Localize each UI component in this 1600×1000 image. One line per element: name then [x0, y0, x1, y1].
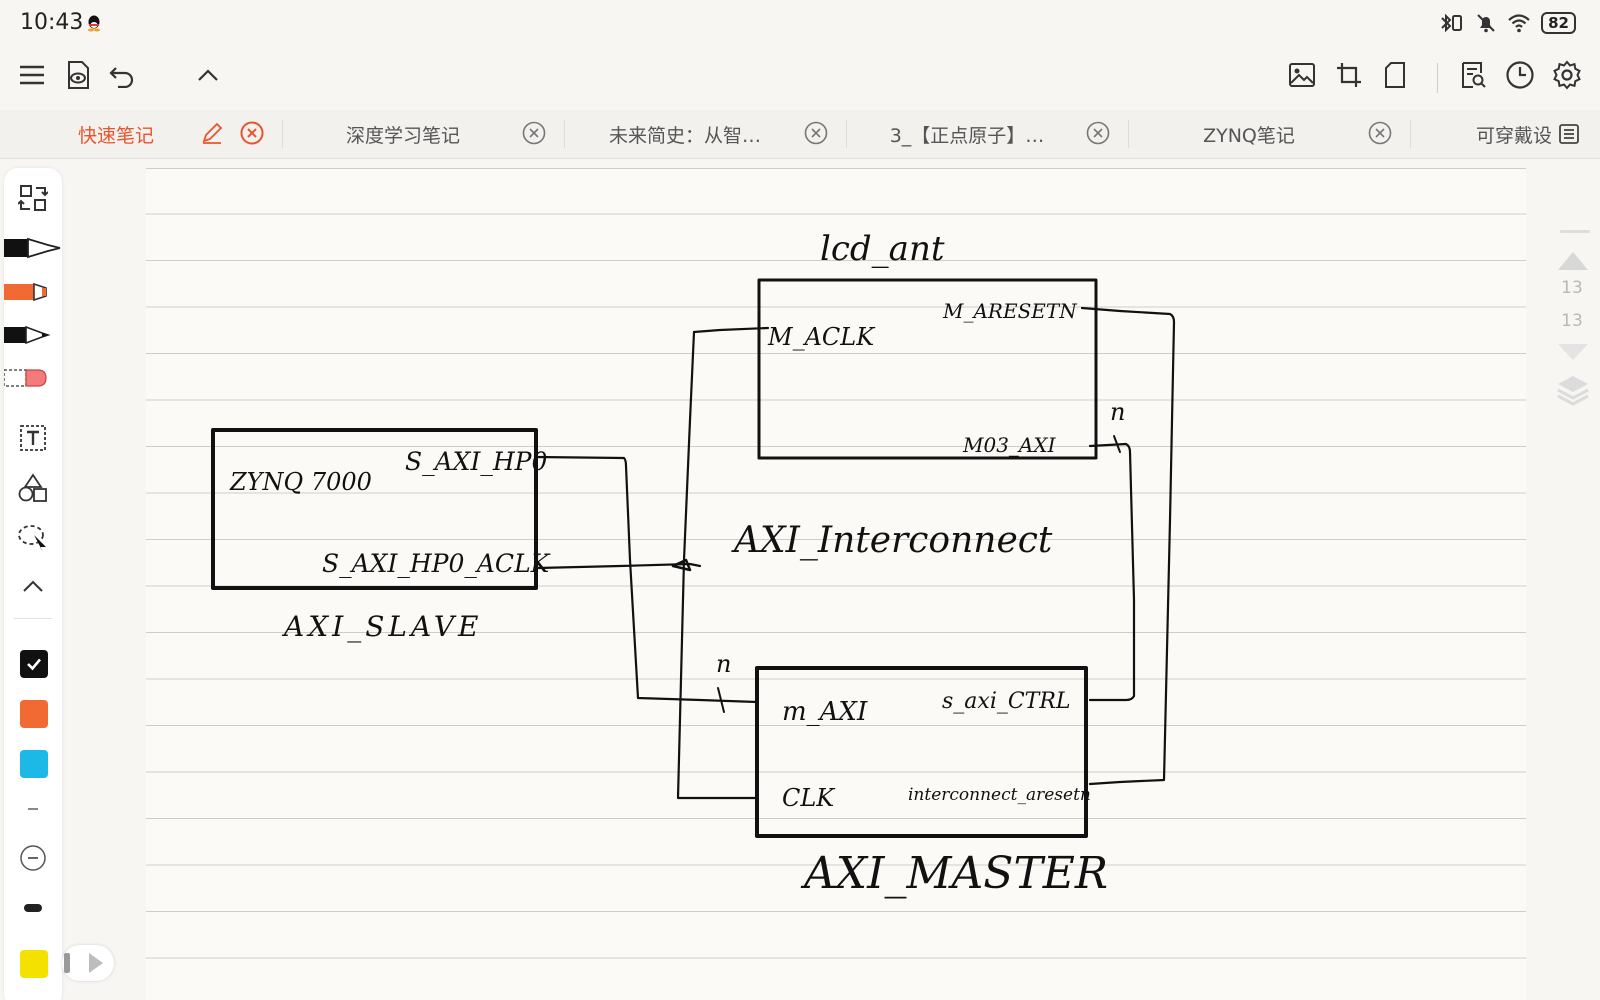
close-tab-icon[interactable] — [1086, 121, 1110, 145]
hamburger-icon — [20, 65, 44, 85]
play-handle-icon — [64, 953, 103, 973]
layout-switch-icon — [18, 185, 48, 211]
stroke-thick-option[interactable] — [4, 888, 62, 928]
close-tab-icon[interactable] — [240, 121, 264, 145]
wifi-icon — [1508, 14, 1530, 33]
battery-indicator: 82 — [1541, 12, 1576, 34]
prev-page-icon[interactable] — [1556, 248, 1590, 272]
text-box-icon — [20, 425, 46, 451]
stroke-thin-option[interactable] — [4, 838, 62, 878]
tab-label: 快速笔记 — [77, 124, 154, 147]
page-icon — [1385, 62, 1405, 88]
tool-palette — [4, 168, 62, 1000]
page-current: 13 — [1561, 278, 1583, 298]
shapes-icon — [18, 473, 47, 502]
tab-label: 未来简史：从智… — [608, 124, 761, 147]
tab-divider — [282, 120, 283, 148]
check-icon — [27, 658, 41, 671]
lasso-icon — [18, 525, 46, 552]
color-swatch-yellow[interactable] — [20, 950, 48, 978]
fountain-pen-tool[interactable] — [4, 228, 62, 268]
page-navigator: 13 13 — [1552, 230, 1592, 430]
history-button[interactable] — [1500, 55, 1540, 95]
tab-alientek-guide[interactable]: 3_【正点原子】… — [846, 110, 1128, 158]
tab-label: 可穿戴设 — [1475, 124, 1552, 147]
tab-label: 3_【正点原子】… — [889, 124, 1045, 147]
tab-bar: 快速笔记 深度学习笔记 未来简史：从智… — [0, 110, 1600, 159]
tab-quick-notes[interactable]: 快速笔记 — [0, 110, 282, 158]
tab-sapiens-future[interactable]: 未来简史：从智… — [564, 110, 846, 158]
color-swatch-orange[interactable] — [20, 700, 48, 728]
image-icon — [1289, 63, 1315, 87]
top-toolbar — [0, 55, 1600, 105]
highlighter-tool[interactable] — [4, 272, 62, 312]
reading-mode-button[interactable] — [58, 55, 98, 95]
eraser-icon — [4, 369, 47, 387]
chevron-up-icon — [198, 69, 218, 81]
crop-icon — [1337, 63, 1361, 87]
crop-button[interactable] — [1329, 55, 1369, 95]
menu-button[interactable] — [12, 55, 52, 95]
color-swatch-black-selected[interactable] — [20, 650, 48, 678]
qq-icon — [88, 15, 100, 32]
tab-deep-learning-notes[interactable]: 深度学习笔记 — [282, 110, 564, 158]
pencil-tool-icon — [4, 325, 51, 345]
settings-button[interactable] — [1547, 55, 1587, 95]
page-total: 13 — [1561, 311, 1583, 331]
note-page[interactable] — [146, 168, 1526, 1000]
chevron-up-icon — [23, 580, 43, 592]
mute-bell-icon — [1477, 14, 1495, 33]
search-note-button[interactable] — [1453, 55, 1493, 95]
insert-image-button[interactable] — [1282, 55, 1322, 95]
stroke-thick-icon — [24, 904, 42, 912]
page-setup-button[interactable] — [1375, 55, 1415, 95]
tab-zynq-notes[interactable]: ZYNQ笔记 — [1128, 110, 1410, 158]
undo-button[interactable] — [102, 55, 142, 95]
doc-eye-icon — [68, 61, 89, 89]
pager-track — [1560, 230, 1590, 233]
next-page-icon[interactable] — [1556, 342, 1590, 362]
pencil-icon[interactable] — [200, 121, 224, 145]
color-swatch-cyan[interactable] — [20, 750, 48, 778]
gear-icon — [1553, 60, 1581, 90]
switch-tool-button[interactable] — [4, 178, 62, 218]
highlighter-icon — [4, 282, 47, 302]
list-menu-icon — [1559, 124, 1579, 144]
text-tool[interactable] — [4, 418, 62, 458]
fountain-pen-icon — [4, 237, 61, 259]
stroke-width-icon — [20, 845, 46, 871]
shapes-tool[interactable] — [4, 468, 62, 508]
toolbar-divider — [1437, 63, 1438, 93]
undo-icon — [109, 67, 134, 88]
clock-icon — [1506, 61, 1534, 89]
layers-icon[interactable] — [1556, 373, 1590, 407]
doc-search-icon — [1462, 62, 1486, 88]
lasso-select-tool[interactable] — [4, 518, 62, 558]
palette-handle-button[interactable] — [62, 945, 114, 981]
eraser-tool[interactable] — [4, 358, 62, 398]
palette-divider — [28, 808, 38, 810]
close-tab-icon[interactable] — [804, 121, 828, 145]
status-bar: 10:43 82 — [0, 0, 1600, 50]
page-top-rule — [146, 168, 1526, 169]
bluetooth-vibrate-icon — [1441, 13, 1463, 33]
status-time: 10:43 — [20, 10, 84, 35]
collapse-toolbar-button[interactable] — [188, 55, 228, 95]
tab-divider — [564, 120, 565, 148]
pencil-tool[interactable] — [4, 315, 62, 355]
system-icons: 82 — [1439, 12, 1576, 34]
tab-overflow-wearables[interactable]: 可穿戴设 — [1476, 110, 1580, 158]
close-tab-icon[interactable] — [1368, 121, 1392, 145]
collapse-palette-button[interactable] — [4, 566, 62, 606]
close-tab-icon[interactable] — [522, 121, 546, 145]
palette-divider — [14, 618, 52, 619]
tab-label: 深度学习笔记 — [345, 124, 460, 147]
tab-divider — [846, 120, 847, 148]
tab-divider — [1410, 120, 1411, 148]
tab-label: ZYNQ笔记 — [1203, 124, 1295, 147]
tab-divider — [1128, 120, 1129, 148]
